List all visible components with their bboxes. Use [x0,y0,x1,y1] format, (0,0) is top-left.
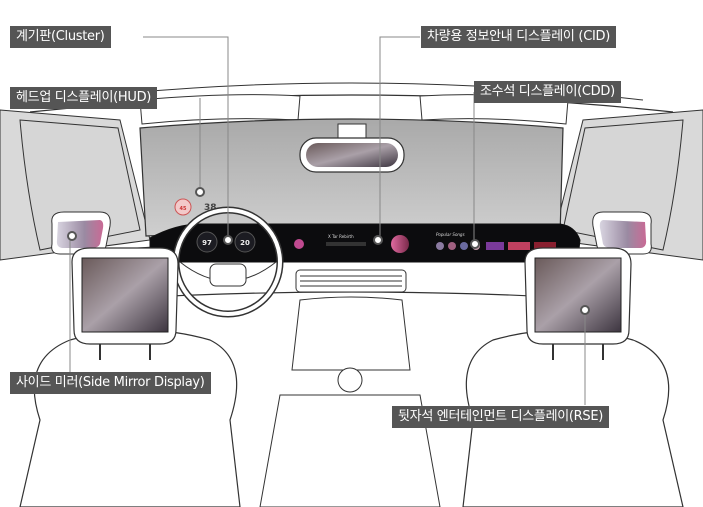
seat-left [19,329,241,507]
rear-view-mirror-screen [306,143,398,167]
hud-speed: 38 [204,203,217,213]
callout-lines [69,36,586,405]
callout-dots [67,187,590,315]
cid-album-art [391,235,409,253]
side-mirror-left-screen [56,220,104,248]
label-side-mirror: 사이드 미러(Side Mirror Display) [10,372,211,394]
label-cid: 차량용 정보안내 디스플레이 (CID) [421,26,616,48]
label-rse: 뒷자석 엔터테인먼트 디스플레이(RSE) [392,406,610,428]
hud-speed-limit-sign [174,198,192,216]
rse-right-screen [534,257,622,333]
cid-app-icon [294,239,304,249]
cluster-gauge-left [196,231,218,253]
side-mirror-right-screen [599,220,647,248]
label-cluster: 계기판(Cluster) [10,26,111,48]
cdd-title: Popular Songs [436,232,465,237]
roof [0,0,703,50]
label-hud: 헤드업 디스플레이(HUD) [10,87,158,109]
label-cdd: 조수석 디스플레이(CDD) [474,81,621,103]
cluster-left-value: 97 [202,239,212,247]
rse-left-screen [81,257,169,333]
hud-speed-limit: 45 [180,206,187,212]
cid-title: X Tar Rebirth [328,234,354,239]
cluster-gauge-right [234,231,256,253]
cluster-right-value: 20 [240,239,250,247]
